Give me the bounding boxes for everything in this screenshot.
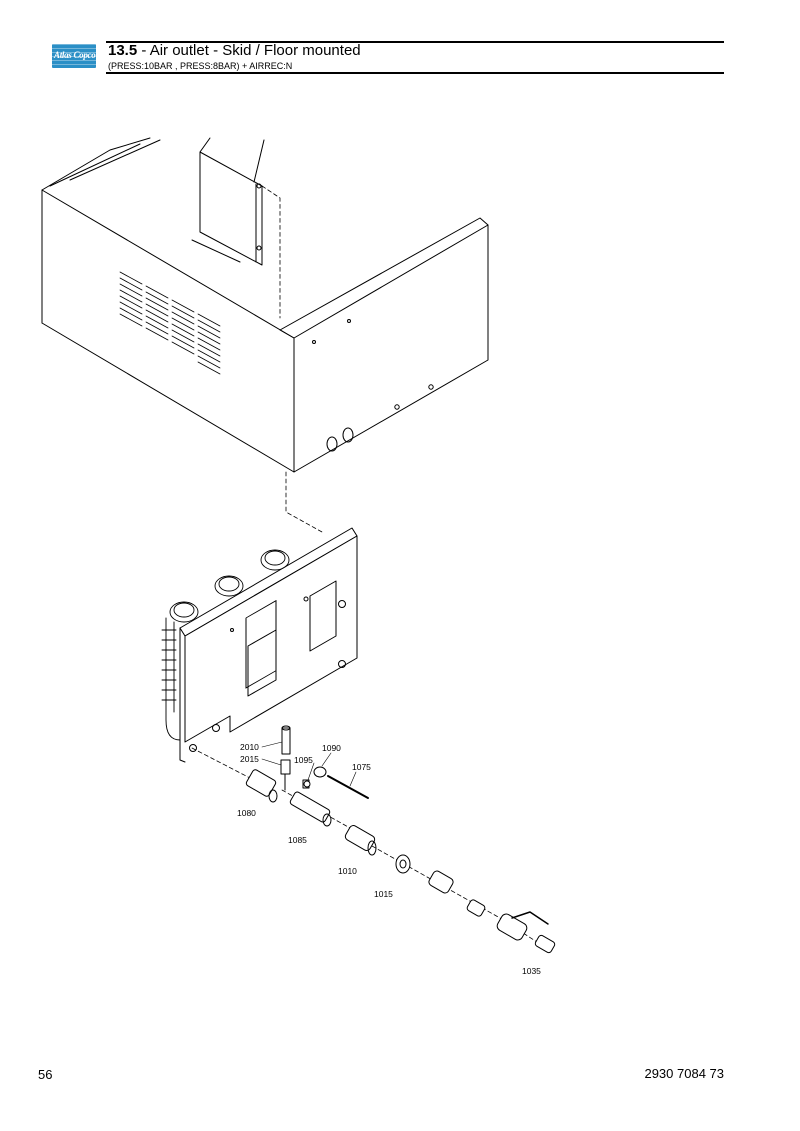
- section-title: - Air outlet - Skid / Floor mounted: [137, 42, 361, 59]
- cap-1090: [313, 766, 327, 778]
- callout-1090: 1090: [322, 743, 341, 753]
- nipple-1010: [344, 825, 377, 856]
- outlet-connector-1035: [534, 934, 556, 954]
- pressure-gauge-2010: [281, 725, 291, 755]
- wire-1075: [327, 775, 369, 799]
- page-title: 13.5 - Air outlet - Skid / Floor mounted: [108, 42, 361, 59]
- valve-body-1085: [289, 779, 332, 827]
- callout-1015: 1015: [374, 889, 393, 899]
- ball-valve: [496, 911, 549, 941]
- callout-1085: 1085: [288, 835, 307, 845]
- logo-stripes: [52, 44, 96, 68]
- callout-2015: 2015: [240, 754, 259, 764]
- callout-1095: 1095: [294, 755, 313, 765]
- header-rule-top: [106, 41, 724, 43]
- ventilation-louvres: [119, 271, 221, 375]
- logo-text: Atlas Copco: [54, 50, 96, 60]
- header-rule-bottom: [106, 72, 724, 74]
- page-subtitle: (PRESS:10BAR , PRESS:8BAR) + AIRREC:N: [108, 61, 293, 71]
- callout-1080: 1080: [237, 808, 256, 818]
- plug-1095: [303, 780, 311, 788]
- callout-2010: 2010: [240, 742, 259, 752]
- washer-1015: [395, 854, 411, 874]
- callout-1075: 1075: [352, 762, 371, 772]
- callout-leaders: [261, 741, 357, 787]
- fitting-1080: [245, 769, 278, 803]
- cooling-coils: [161, 549, 290, 741]
- adapter-2015: [280, 759, 291, 791]
- reducer: [466, 899, 486, 917]
- section-number: 13.5: [108, 42, 138, 59]
- callout-1010: 1010: [338, 866, 357, 876]
- callout-1035: 1035: [522, 966, 541, 976]
- cabinet-enclosure: [41, 137, 489, 473]
- page-number: 56: [38, 1067, 53, 1082]
- document-number: 2930 7084 73: [644, 1066, 724, 1081]
- atlas-copco-logo: Atlas Copco: [52, 44, 96, 68]
- cooler-plate: [179, 527, 358, 763]
- coupling: [428, 870, 454, 894]
